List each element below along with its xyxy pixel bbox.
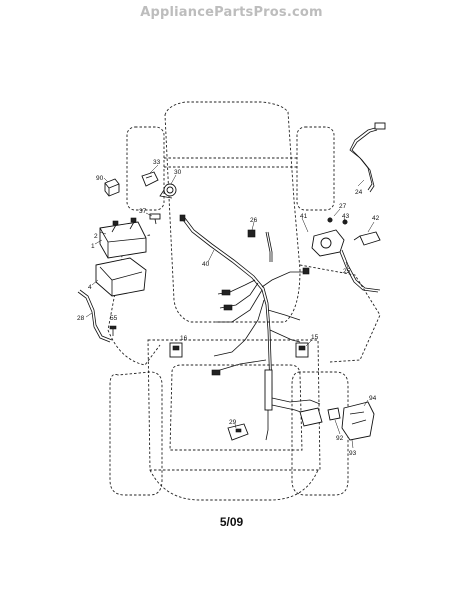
- label-part-93: 93: [349, 450, 357, 457]
- part-42-plug: [353, 231, 381, 246]
- front-left-tire: [126, 126, 165, 211]
- part-25-wire: [339, 249, 381, 293]
- part-16-switch: [169, 342, 183, 358]
- front-right-tire: [296, 126, 335, 211]
- part-29-switch: [227, 423, 249, 441]
- label-part-2: 2: [94, 233, 98, 240]
- main-harness: [179, 214, 321, 441]
- label-part-94: 94: [369, 395, 377, 402]
- part-33-switch: [141, 171, 159, 187]
- label-part-43: 43: [342, 213, 350, 220]
- solenoid-assembly: [311, 217, 348, 257]
- rear-shield: [149, 469, 319, 501]
- page-code: 5/09: [219, 515, 244, 529]
- label-part-27: 27: [339, 203, 347, 210]
- leader-lines: [85, 164, 375, 449]
- label-part-33: 33: [153, 159, 161, 166]
- label-part-24: 24: [355, 189, 363, 196]
- label-part-92: 92: [336, 435, 344, 442]
- tractor-outline: [107, 101, 381, 501]
- part-90-switch: [104, 178, 120, 197]
- label-part-15: 15: [311, 334, 319, 341]
- label-part-1: 1: [91, 243, 95, 250]
- rear-right-tire: [291, 371, 349, 496]
- rear-body: [147, 339, 321, 471]
- label-part-40: 40: [202, 261, 210, 268]
- part-55-bolt: [109, 325, 117, 336]
- front-axle: [164, 157, 297, 168]
- label-part-37: 37: [139, 208, 147, 215]
- seat-outline: [169, 364, 303, 451]
- left-fender: [107, 234, 161, 366]
- right-fender: [299, 264, 381, 363]
- label-part-29: 29: [229, 419, 237, 426]
- label-part-4: 4: [88, 284, 92, 291]
- label-part-90: 90: [96, 175, 104, 182]
- part-15-switch: [295, 342, 309, 358]
- part-26-cable: [247, 229, 273, 262]
- label-part-30: 30: [174, 169, 182, 176]
- label-part-16: 16: [180, 335, 188, 342]
- battery: [99, 217, 147, 259]
- label-part-25: 25: [343, 268, 351, 275]
- part-30-ignition: [159, 183, 177, 199]
- battery-tray: [95, 257, 147, 297]
- part-28-wire: [77, 289, 113, 343]
- seat-switch-assembly: [299, 401, 375, 441]
- label-part-28: 28: [77, 315, 85, 322]
- rear-left-tire: [109, 371, 163, 496]
- part-24-cable: [349, 122, 386, 193]
- label-part-42: 42: [372, 215, 380, 222]
- site-watermark: AppliancePartsPros.com: [140, 5, 323, 20]
- label-part-26: 26: [250, 217, 258, 224]
- label-part-41: 41: [300, 213, 308, 220]
- label-part-55: 55: [110, 315, 118, 322]
- hood-outline: [164, 101, 301, 323]
- part-labels: 90 33 30 2 37 26 1 40 41 27 43 42 24 25 …: [77, 159, 380, 457]
- part-37-fuse: [149, 213, 161, 225]
